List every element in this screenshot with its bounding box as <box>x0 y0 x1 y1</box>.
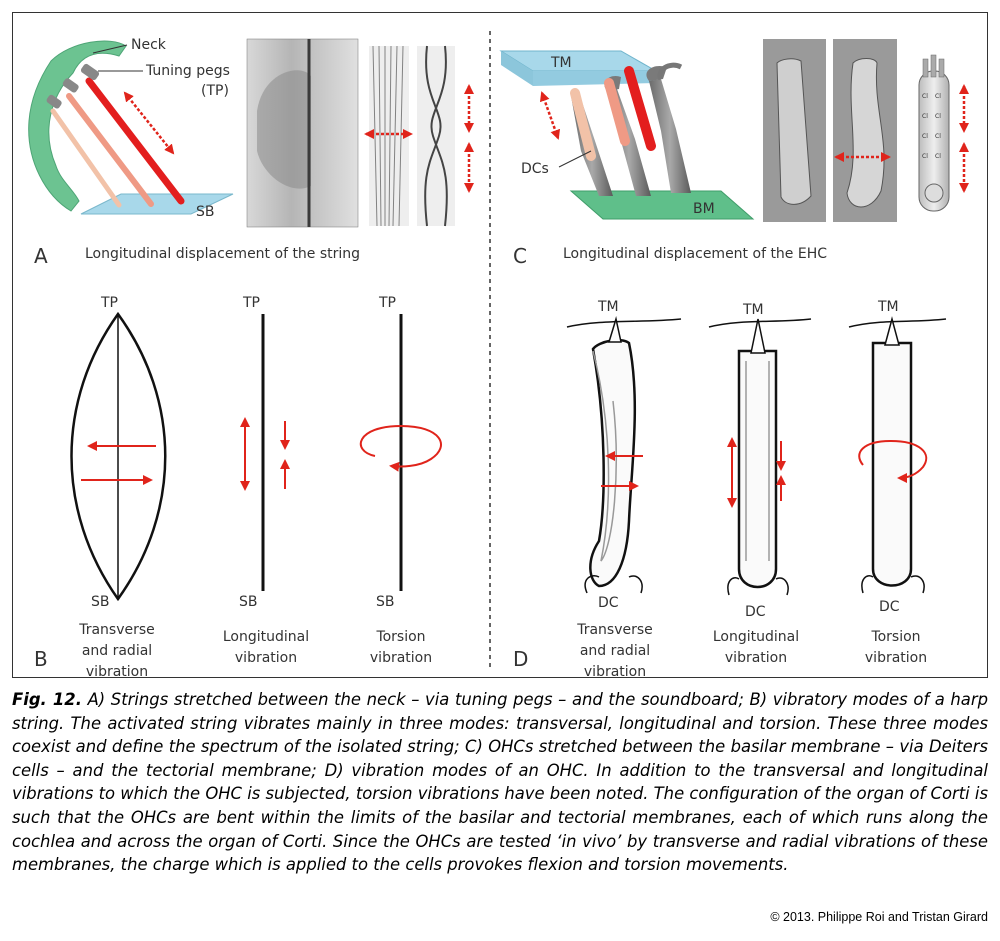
ion-label: Cl <box>935 133 941 140</box>
figure-artwork: Neck Tuning pegs (TP) SB A Longitudinal … <box>28 31 969 676</box>
label-bottom: DC <box>745 604 766 620</box>
figure-frame: Neck Tuning pegs (TP) SB A Longitudinal … <box>12 12 988 678</box>
copyright-notice: © 2013. Philippe Roi and Tristan Girard <box>770 910 988 924</box>
label-top: TM <box>597 299 619 315</box>
mode-label: Torsion <box>870 629 920 645</box>
mode-label: vibration <box>725 650 787 666</box>
label-top: TM <box>742 302 764 318</box>
panel-letter-a: A <box>34 244 48 268</box>
tuning-peg <box>46 94 62 109</box>
ion-label: Cl <box>922 93 928 100</box>
mode-label: and radial <box>82 643 152 659</box>
panel-c-organ-illustration <box>499 50 755 220</box>
figure-caption-text: A) Strings stretched between the neck – … <box>12 690 988 875</box>
mode-label: vibration <box>86 664 148 676</box>
mode-label: Transverse <box>576 622 653 638</box>
ion-label: Cl <box>922 153 928 160</box>
tuning-peg <box>80 63 100 81</box>
ohc-longitudinal <box>737 349 778 589</box>
label-bottom: SB <box>239 594 258 610</box>
tuning-peg <box>62 78 79 93</box>
mode-label: vibration <box>865 650 927 666</box>
mode-label: Longitudinal <box>713 629 799 645</box>
ohc-transverse <box>589 338 637 588</box>
string-salmon <box>66 93 154 207</box>
soundboard-shape <box>80 193 234 215</box>
photo-finger-string <box>246 38 359 228</box>
panel-c-caption: Longitudinal displacement of the EHC <box>563 246 827 262</box>
ion-label: Cl <box>922 113 928 120</box>
ion-label: Cl <box>935 93 941 100</box>
photo-string-vibration <box>364 45 474 227</box>
figure-number: Fig. 12. <box>12 690 82 709</box>
harp-neck-shape <box>28 40 127 212</box>
label-bottom: DC <box>598 595 619 611</box>
label-tuning-pegs: Tuning pegs <box>145 63 230 79</box>
photo-ohc-micrographs <box>763 39 897 222</box>
displacement-arrow <box>123 91 175 155</box>
mode-label: Torsion <box>375 629 425 645</box>
mode-label: vibration <box>584 664 646 676</box>
label-bottom: SB <box>91 594 110 610</box>
figure-caption: Fig. 12. A) Strings stretched between th… <box>12 688 988 877</box>
mode-label: vibration <box>370 650 432 666</box>
torsion-arrow <box>359 424 442 472</box>
label-top: TP <box>100 295 118 311</box>
panel-letter-c: C <box>513 244 527 268</box>
label-bottom: SB <box>376 594 395 610</box>
ion-label: Cl <box>935 113 941 120</box>
mode-label: and radial <box>580 643 650 659</box>
label-sb: SB <box>196 204 215 220</box>
label-top: TP <box>378 295 396 311</box>
label-bm: BM <box>693 201 715 217</box>
panel-a-caption: Longitudinal displacement of the string <box>85 246 360 262</box>
label-dcs: DCs <box>521 161 549 177</box>
panel-d-ohc-modes <box>566 316 947 596</box>
ohc-torsion <box>871 341 913 587</box>
label-top: TM <box>877 299 899 315</box>
panel-b-string-modes <box>70 311 442 602</box>
label-bottom: DC <box>879 599 900 615</box>
label-top: TP <box>242 295 260 311</box>
ohc-ion-schematic <box>918 54 969 212</box>
ion-label: Cl <box>922 133 928 140</box>
string-pale <box>50 108 122 208</box>
ion-label: Cl <box>935 153 941 160</box>
panel-letter-b: B <box>34 647 48 671</box>
mode-label: Longitudinal <box>223 629 309 645</box>
label-neck: Neck <box>131 37 167 53</box>
panel-a-harp-illustration <box>28 40 234 215</box>
mode-label: vibration <box>235 650 297 666</box>
label-tm-top: TM <box>550 55 572 71</box>
basilar-membrane-shape <box>569 190 755 220</box>
mode-label: Transverse <box>78 622 155 638</box>
panel-letter-d: D <box>513 647 528 671</box>
label-tp: (TP) <box>201 83 229 99</box>
